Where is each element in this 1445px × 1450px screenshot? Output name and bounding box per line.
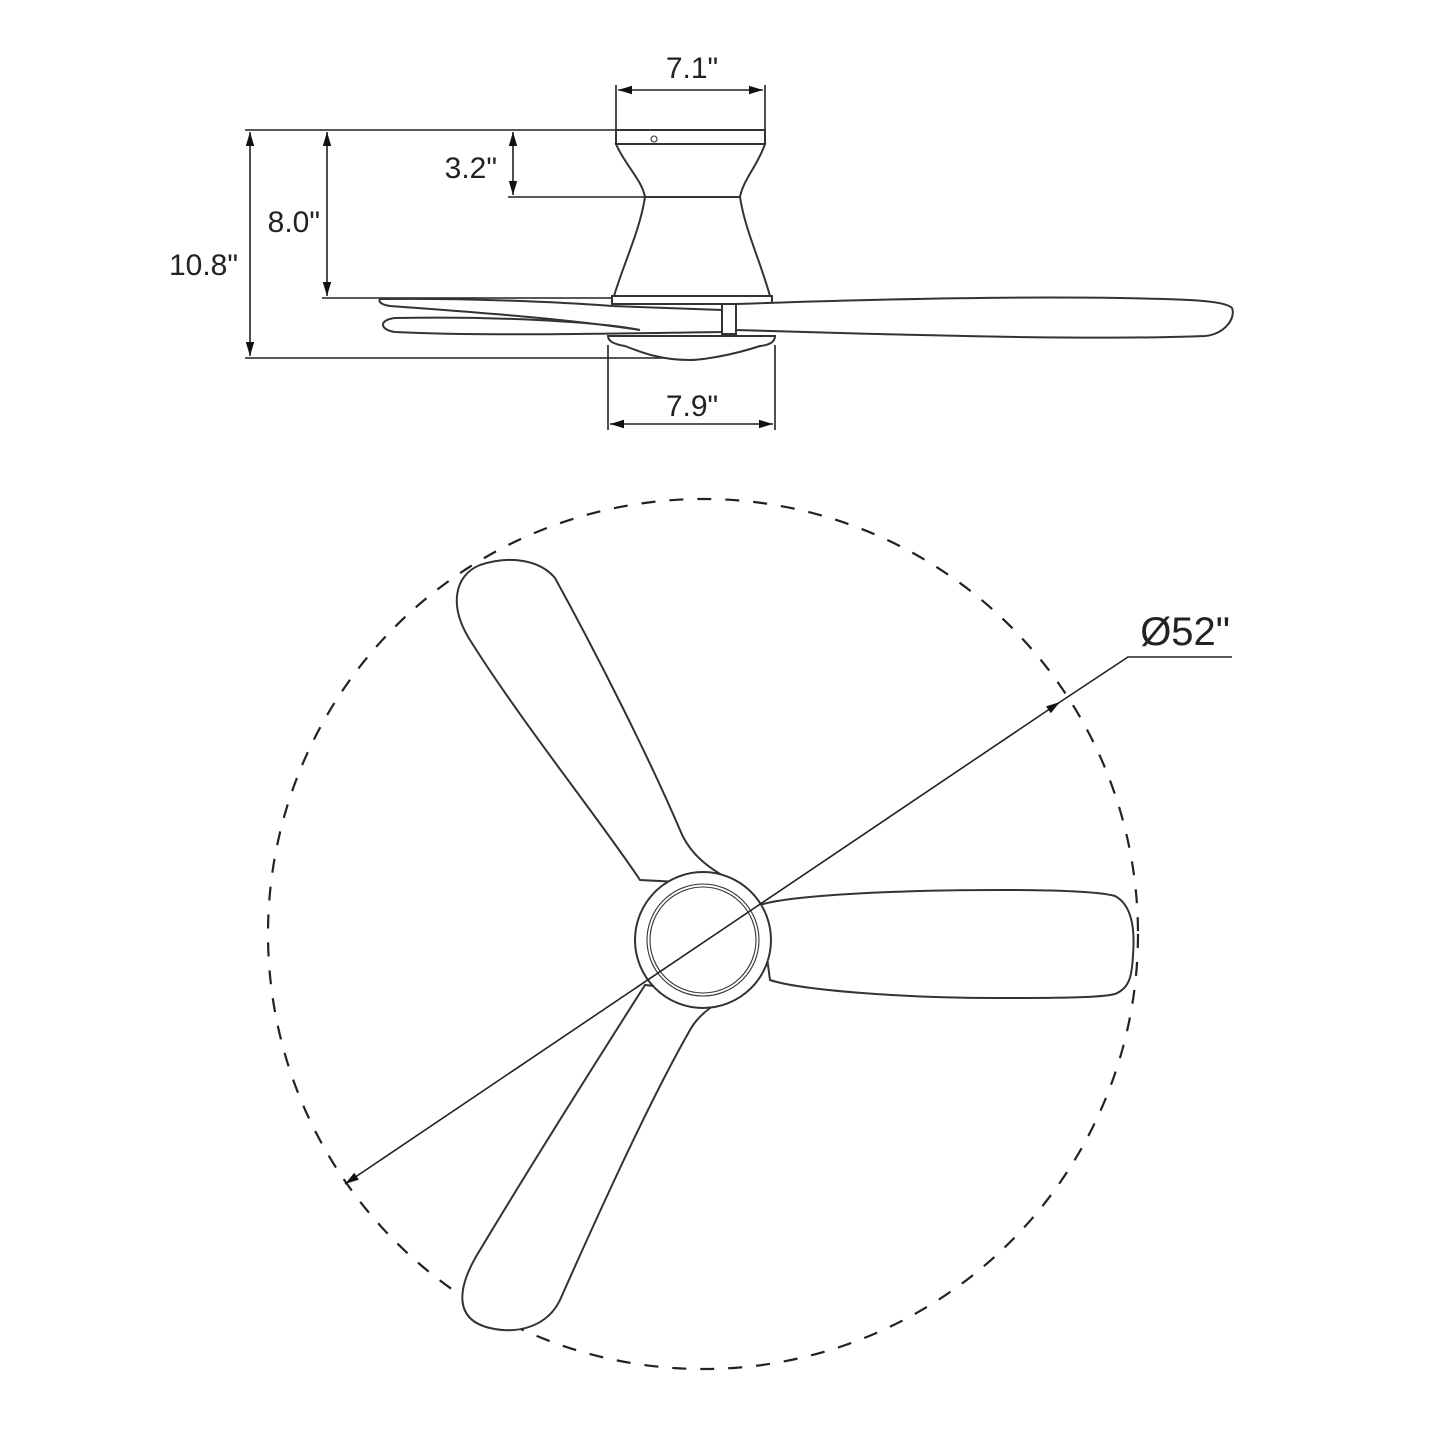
diameter-label: Ø52": [1140, 610, 1230, 654]
fan-blades: [455, 558, 1135, 1332]
light-kit: [606, 335, 777, 362]
canopy-height-label: 3.2": [445, 152, 497, 185]
screw-icon: [650, 135, 658, 143]
canopy-width-label: 7.1": [666, 52, 718, 85]
blade-side-left: [378, 297, 723, 336]
blade-top-2: [461, 983, 736, 1332]
canopy-upper: [614, 143, 767, 198]
top-view: Ø52": [266, 497, 1232, 1371]
downrod: [721, 303, 737, 335]
blade-top-3: [758, 888, 1135, 1000]
overall-height-label: 10.8": [169, 249, 238, 282]
side-view: 7.1" 3.2" 8.0" 10.8" 7.9": [169, 52, 1234, 430]
canopy-plate: [615, 129, 766, 145]
diameter-leader-line: [1059, 656, 1232, 703]
light-width-label: 7.9": [666, 390, 718, 423]
blade-top-1: [455, 558, 741, 886]
blade-height-label: 8.0": [268, 206, 320, 239]
hub-outer-ring: [634, 871, 772, 1009]
fan-motor-housing: [611, 129, 773, 335]
blade-span-circle: [266, 497, 1140, 1371]
motor-base: [611, 295, 773, 305]
diameter-dimension-arrow: [344, 701, 1061, 1185]
motor-body: [612, 196, 772, 297]
blade-side-right: [735, 296, 1234, 339]
fan-hub: [634, 871, 772, 1009]
